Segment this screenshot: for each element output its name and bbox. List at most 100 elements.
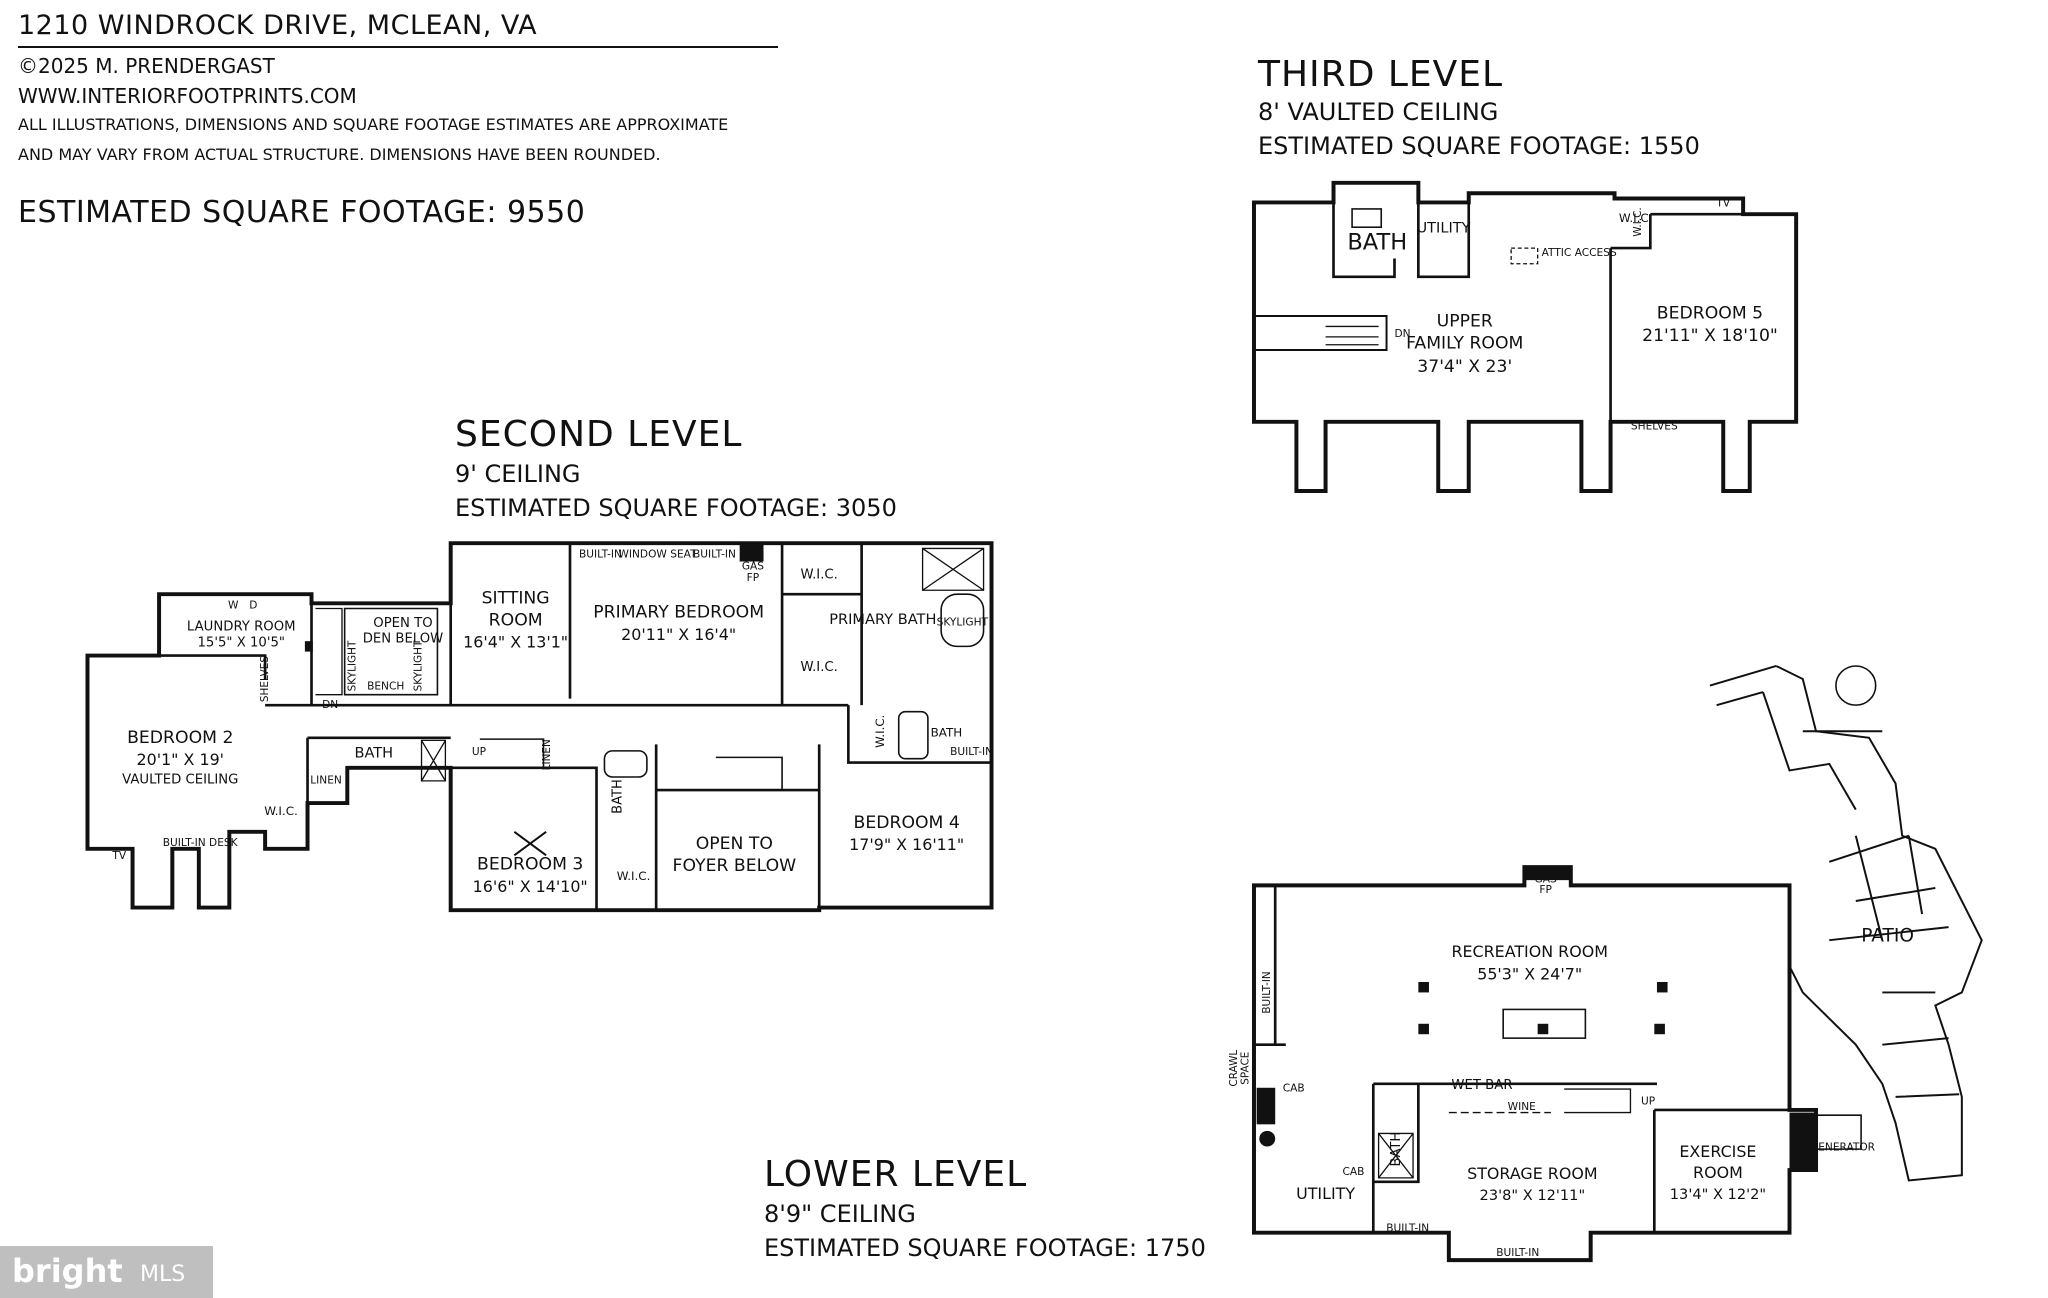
header-divider — [18, 46, 778, 48]
exercise-room-label-2: ROOM — [1693, 1163, 1743, 1182]
recreation-room-dims: 55'3" X 24'7" — [1477, 964, 1582, 983]
bed5-wic-vertical: W.I.C. — [1632, 207, 1644, 236]
lower-stair-up-label: UP — [1641, 1096, 1655, 1108]
open-den-label-2: DEN BELOW — [363, 632, 444, 647]
second-level-plan — [85, 541, 994, 913]
bedroom-4-label: BEDROOM 4 — [854, 813, 960, 833]
primary-bedroom-dims: 20'11" X 16'4" — [621, 625, 736, 644]
primary-builtin-right: BUILT-IN — [693, 549, 736, 561]
window-seat-label: WINDOW SEAT — [618, 549, 697, 561]
hall-linen-label: LINEN — [310, 775, 342, 787]
bed3-bath-label: BATH — [611, 779, 626, 814]
exercise-room-label-1: EXERCISE — [1679, 1142, 1756, 1161]
bed4-bath-label: BATH — [931, 726, 963, 740]
primary-gas-label: GAS — [742, 560, 765, 572]
laundry-shelves-label: SHELVES — [259, 656, 271, 702]
hall-bath-label: BATH — [354, 745, 393, 761]
primary-wic-bottom-label: W.I.C. — [801, 660, 838, 675]
primary-fp-label: FP — [747, 572, 759, 584]
open-foyer-label-1: OPEN TO — [696, 834, 773, 854]
generator-pad-block — [1789, 1112, 1817, 1171]
wet-bar-label: WET BAR — [1451, 1078, 1512, 1093]
crawl-label-2: SPACE — [1240, 1052, 1252, 1085]
second-level-ceiling: 9' CEILING — [455, 460, 581, 488]
open-den-label-1: OPEN TO — [373, 616, 432, 631]
bedroom-3-label: BEDROOM 3 — [477, 855, 583, 875]
third-wic-label: W.I.C. — [1619, 211, 1653, 225]
third-level-sqft: ESTIMATED SQUARE FOOTAGE: 1550 — [1258, 132, 1700, 160]
washer-label: W — [228, 600, 239, 612]
third-bath-label: BATH — [1347, 230, 1407, 256]
exercise-room-dims: 13'4" X 12'2" — [1670, 1187, 1766, 1203]
laundry-label: LAUNDRY ROOM — [187, 620, 296, 635]
primary-bedroom-label: PRIMARY BEDROOM — [593, 603, 764, 623]
rec-builtin-vertical: BUILT-IN — [1261, 971, 1273, 1013]
storage-room-dims: 23'8" X 12'11" — [1480, 1188, 1586, 1204]
brand-name: bright — [12, 1252, 123, 1290]
website: WWW.INTERIORFOOTPRINTS.COM — [18, 84, 357, 108]
stair-up-label: UP — [472, 746, 486, 758]
upper-family-dims: 37'4" X 23' — [1417, 357, 1512, 377]
lower-bath-label: BATH — [1389, 1132, 1404, 1167]
bedroom-5-label: BEDROOM 5 — [1657, 304, 1763, 324]
lower-builtin-bottom-label: BUILT-IN — [1496, 1247, 1539, 1259]
dryer-label: D — [249, 600, 257, 612]
bedroom-2-ceiling: VAULTED CEILING — [122, 773, 238, 788]
disclaimer-line-2: AND MAY VARY FROM ACTUAL STRUCTURE. DIME… — [18, 145, 661, 164]
second-level-title: SECOND LEVEL — [455, 414, 743, 455]
bed3-linen-label: LINEN — [541, 739, 553, 770]
primary-builtin-left: BUILT-IN — [579, 549, 622, 561]
third-level-title: THIRD LEVEL — [1258, 54, 1504, 95]
bench-label: BENCH — [367, 681, 404, 693]
stair-dn-label: DN — [322, 699, 338, 711]
lower-builtin-label: BUILT-IN — [1386, 1222, 1429, 1234]
brand-suffix: MLS — [140, 1262, 186, 1287]
third-stair-dn-label: DN — [1394, 328, 1410, 340]
primary-bath-label: PRIMARY BATH — [829, 612, 936, 628]
bedroom-3-dims: 16'6" X 14'10" — [473, 877, 588, 896]
total-square-footage: ESTIMATED SQUARE FOOTAGE: 9550 — [18, 195, 586, 230]
bedroom-2-label: BEDROOM 2 — [127, 728, 233, 748]
bed4-builtin-label: BUILT-IN — [950, 746, 993, 758]
skylight-label: SKYLIGHT — [937, 617, 989, 629]
copyright: ©2025 M. PRENDERGAST — [18, 54, 275, 78]
sitting-room-label-1: SITTING — [482, 588, 550, 608]
bedroom-4-dims: 17'9" X 16'11" — [849, 835, 964, 854]
bed2-wic-label: W.I.C. — [264, 804, 298, 818]
skylight-left-label: SKYLIGHT — [346, 640, 358, 691]
sitting-room-label-2: ROOM — [489, 611, 543, 631]
third-tv-label: TV — [1715, 197, 1731, 209]
lower-cab-label: CAB — [1283, 1083, 1305, 1095]
patio-plan — [1709, 665, 1983, 1182]
utility-tank-icon — [1259, 1130, 1276, 1147]
skylight-right-label: SKYLIGHT — [412, 640, 424, 691]
tree-icon — [1835, 665, 1877, 706]
sitting-room-dims: 16'4" X 13'1" — [463, 633, 568, 652]
bed2-tv-label: TV — [111, 850, 127, 862]
lower-fireplace-block — [1524, 867, 1571, 881]
crawl-label-1: CRAWL — [1228, 1050, 1240, 1087]
second-level-sqft: ESTIMATED SQUARE FOOTAGE: 3050 — [455, 494, 897, 522]
lower-gas-label: GAS — [1535, 874, 1558, 886]
property-address: 1210 WINDROCK DRIVE, MCLEAN, VA — [18, 10, 538, 41]
third-level-ceiling: 8' VAULTED CEILING — [1258, 98, 1499, 126]
lower-cab-2-label: CAB — [1342, 1166, 1364, 1178]
lower-level-sqft: ESTIMATED SQUARE FOOTAGE: 1750 — [764, 1234, 1206, 1262]
bedroom-2-dims: 20'1" X 19' — [136, 750, 224, 769]
primary-fireplace-block — [739, 543, 764, 562]
bedroom-5-dims: 21'11" X 18'10" — [1642, 326, 1778, 346]
third-level-plan — [1251, 180, 1799, 493]
patio-label: PATIO — [1861, 926, 1914, 947]
upper-family-label-1: UPPER — [1437, 312, 1493, 332]
recreation-room-label: RECREATION ROOM — [1451, 942, 1607, 961]
lower-level-ceiling: 8'9" CEILING — [764, 1200, 916, 1228]
lower-column-block — [1256, 1087, 1276, 1125]
bright-mls-watermark: bright MLS — [0, 1246, 213, 1298]
disclaimer-line-1: ALL ILLUSTRATIONS, DIMENSIONS AND SQUARE… — [18, 115, 729, 134]
bed3-wic-label: W.I.C. — [617, 869, 651, 883]
lower-fp-label: FP — [1539, 884, 1551, 896]
bed4-wic-label: W.I.C. — [873, 715, 887, 748]
generator-label: GENERATOR — [1810, 1142, 1875, 1154]
bed2-builtin-desk: BUILT-IN DESK — [163, 837, 239, 849]
